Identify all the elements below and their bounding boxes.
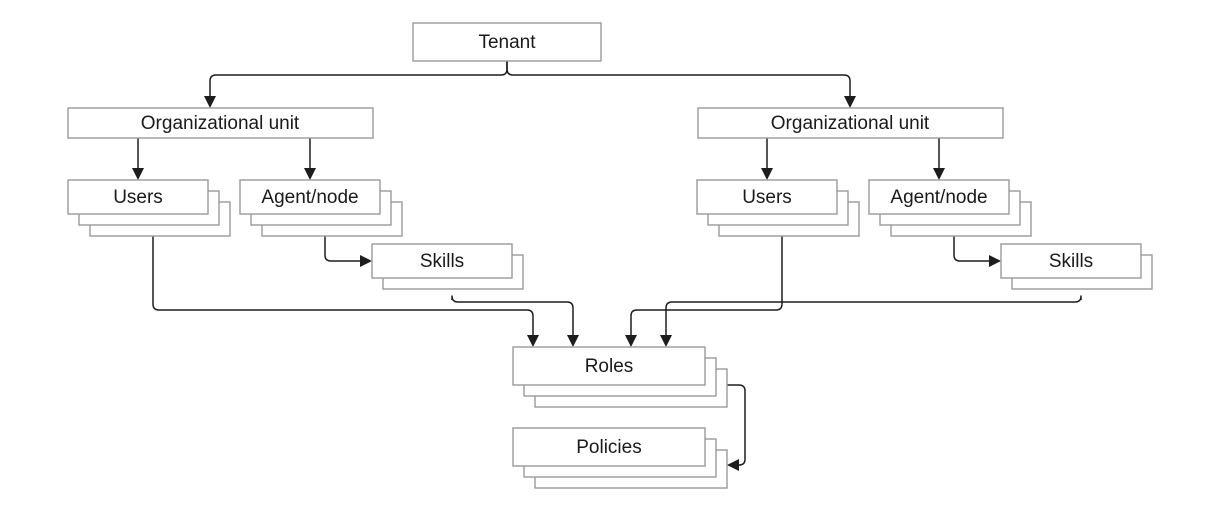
node-label: Agent/node <box>261 187 358 208</box>
arrowhead-icon <box>527 335 539 347</box>
arrowhead-icon <box>727 459 739 471</box>
edge-roles-to-policies <box>727 384 746 471</box>
node-skills-right[interactable]: Skills <box>1000 243 1153 290</box>
node-skills-left[interactable]: Skills <box>371 243 524 290</box>
node-box[interactable] <box>512 346 706 386</box>
edge-tenant-to-ou-left <box>204 61 508 108</box>
edge-ou-right-to-users-right <box>761 138 773 180</box>
node-box[interactable] <box>512 427 706 467</box>
node-label: Skills <box>1049 251 1093 272</box>
node-box[interactable] <box>868 179 1010 215</box>
arrowhead-icon <box>933 168 945 180</box>
edge-agent-right-to-skills-right <box>953 236 1001 267</box>
node-agent-right[interactable]: Agent/node <box>868 179 1032 237</box>
arrowhead-icon <box>204 96 216 108</box>
arrowhead-icon <box>304 168 316 180</box>
node-label: Users <box>742 187 792 208</box>
node-box[interactable] <box>697 107 1004 139</box>
node-label: Policies <box>576 437 641 458</box>
arrowhead-icon <box>761 168 773 180</box>
edge-layer <box>132 61 1082 471</box>
node-agent-left[interactable]: Agent/node <box>239 179 403 237</box>
edge-users-left-to-roles <box>152 236 539 347</box>
arrowhead-icon <box>660 335 672 347</box>
node-label: Organizational unit <box>771 113 930 134</box>
arrowhead-icon <box>844 96 856 108</box>
node-box[interactable] <box>412 22 602 62</box>
node-box[interactable] <box>371 243 513 279</box>
arrowhead-icon <box>360 255 372 267</box>
node-ou-left[interactable]: Organizational unit <box>67 107 374 139</box>
node-label: Organizational unit <box>141 113 300 134</box>
node-label: Agent/node <box>890 187 987 208</box>
node-policies[interactable]: Policies <box>512 427 728 489</box>
edge-users-right-to-roles <box>625 236 783 347</box>
node-box[interactable] <box>67 107 374 139</box>
edge-ou-left-to-agent-left <box>304 138 316 180</box>
node-tenant[interactable]: Tenant <box>412 22 602 62</box>
edge-skills-left-to-roles <box>451 295 579 347</box>
node-label: Users <box>113 187 163 208</box>
node-box[interactable] <box>1000 243 1142 279</box>
edge-ou-right-to-agent-right <box>933 138 945 180</box>
node-label: Roles <box>585 356 634 377</box>
node-box[interactable] <box>67 179 209 215</box>
edge-ou-left-to-users-left <box>132 138 144 180</box>
node-label: Tenant <box>478 32 536 53</box>
node-roles[interactable]: Roles <box>512 346 728 408</box>
edge-tenant-to-ou-right <box>506 61 856 108</box>
node-users-left[interactable]: Users <box>67 179 231 237</box>
arrowhead-icon <box>625 335 637 347</box>
arrowhead-icon <box>132 168 144 180</box>
node-label: Skills <box>420 251 464 272</box>
edge-agent-left-to-skills-left <box>324 236 372 267</box>
arrowhead-icon <box>567 335 579 347</box>
node-box[interactable] <box>239 179 381 215</box>
arrowhead-icon <box>989 255 1001 267</box>
edge-skills-right-to-roles <box>660 295 1082 347</box>
node-box[interactable] <box>696 179 838 215</box>
node-users-right[interactable]: Users <box>696 179 860 237</box>
node-ou-right[interactable]: Organizational unit <box>697 107 1004 139</box>
